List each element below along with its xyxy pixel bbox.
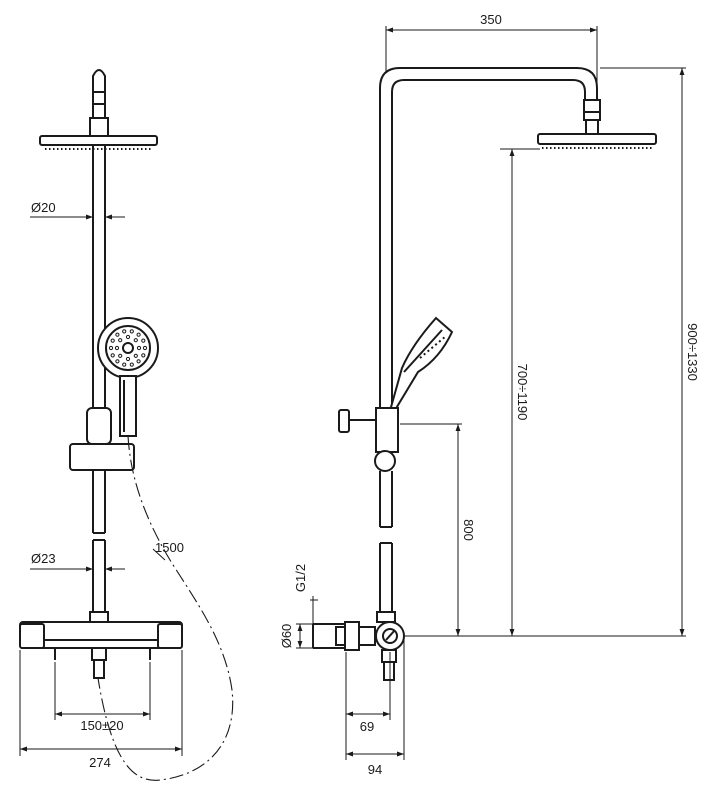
hand-shower-side: [385, 316, 454, 426]
dim-thread: G1/2: [293, 564, 308, 592]
nozzle-dot: [133, 353, 138, 358]
side-view: [312, 67, 657, 681]
shower-hose: [97, 435, 234, 781]
dim-pipe-diameter: Ø20: [31, 200, 56, 215]
hand-shower: [97, 317, 159, 437]
front-dimensions: [19, 214, 183, 756]
rain-shower-head: [39, 117, 158, 150]
dimension-labels: Ø20 Ø23 1500 150±20 274 350 900÷1330 700…: [31, 12, 700, 777]
nozzle-dot: [136, 345, 142, 351]
dim-hose-length: 1500: [155, 540, 184, 555]
dim-total-width: 274: [89, 755, 111, 770]
nozzle-dot: [110, 338, 115, 343]
nozzle-dot: [115, 359, 120, 364]
nozzle-dot: [118, 338, 123, 343]
nozzle-dot: [129, 329, 134, 334]
dim-arm-reach: 350: [480, 12, 502, 27]
mixer-body-side: [312, 621, 405, 681]
dim-projection-outer: 94: [368, 762, 382, 777]
top-elbow: [92, 69, 106, 118]
nozzle-dot: [141, 353, 146, 358]
nozzle-dot: [122, 329, 127, 334]
slide-holder-side: [338, 407, 399, 472]
nozzle-dot: [125, 356, 131, 362]
nozzle-dot: [115, 332, 120, 337]
nozzle-dot: [141, 338, 146, 343]
nozzle-dot: [133, 338, 138, 343]
dim-holder-height: 800: [461, 519, 476, 541]
nozzle-dot: [129, 362, 134, 367]
dim-total-height: 900÷1330: [685, 323, 700, 381]
slide-holder: [69, 407, 135, 471]
riser-pipe-lower: [89, 539, 109, 623]
nozzle-dot: [136, 332, 141, 337]
nozzle-dot: [114, 345, 120, 351]
nozzle-dot: [118, 353, 123, 358]
rain-shower-head-side: [537, 133, 657, 149]
hand-shower-nozzles: [108, 329, 148, 367]
dim-body-diameter: Ø60: [279, 624, 294, 649]
dim-inlet-spacing: 150±20: [80, 718, 123, 733]
shower-arm: [379, 67, 598, 410]
nozzle-dot: [125, 334, 131, 340]
mixer-body: [19, 621, 183, 679]
dim-lower-pipe-diameter: Ø23: [31, 551, 56, 566]
nozzle-dot: [122, 362, 127, 367]
side-dimensions: [296, 26, 686, 760]
nozzle-dot: [108, 345, 114, 351]
nozzle-dot: [110, 353, 115, 358]
dim-head-height: 700÷1190: [515, 364, 530, 421]
nozzle-dot: [142, 345, 148, 351]
riser-pipe-side: [376, 471, 396, 623]
front-view: [19, 69, 234, 781]
dim-projection-inner: 69: [360, 719, 374, 734]
nozzle-dot: [136, 359, 141, 364]
